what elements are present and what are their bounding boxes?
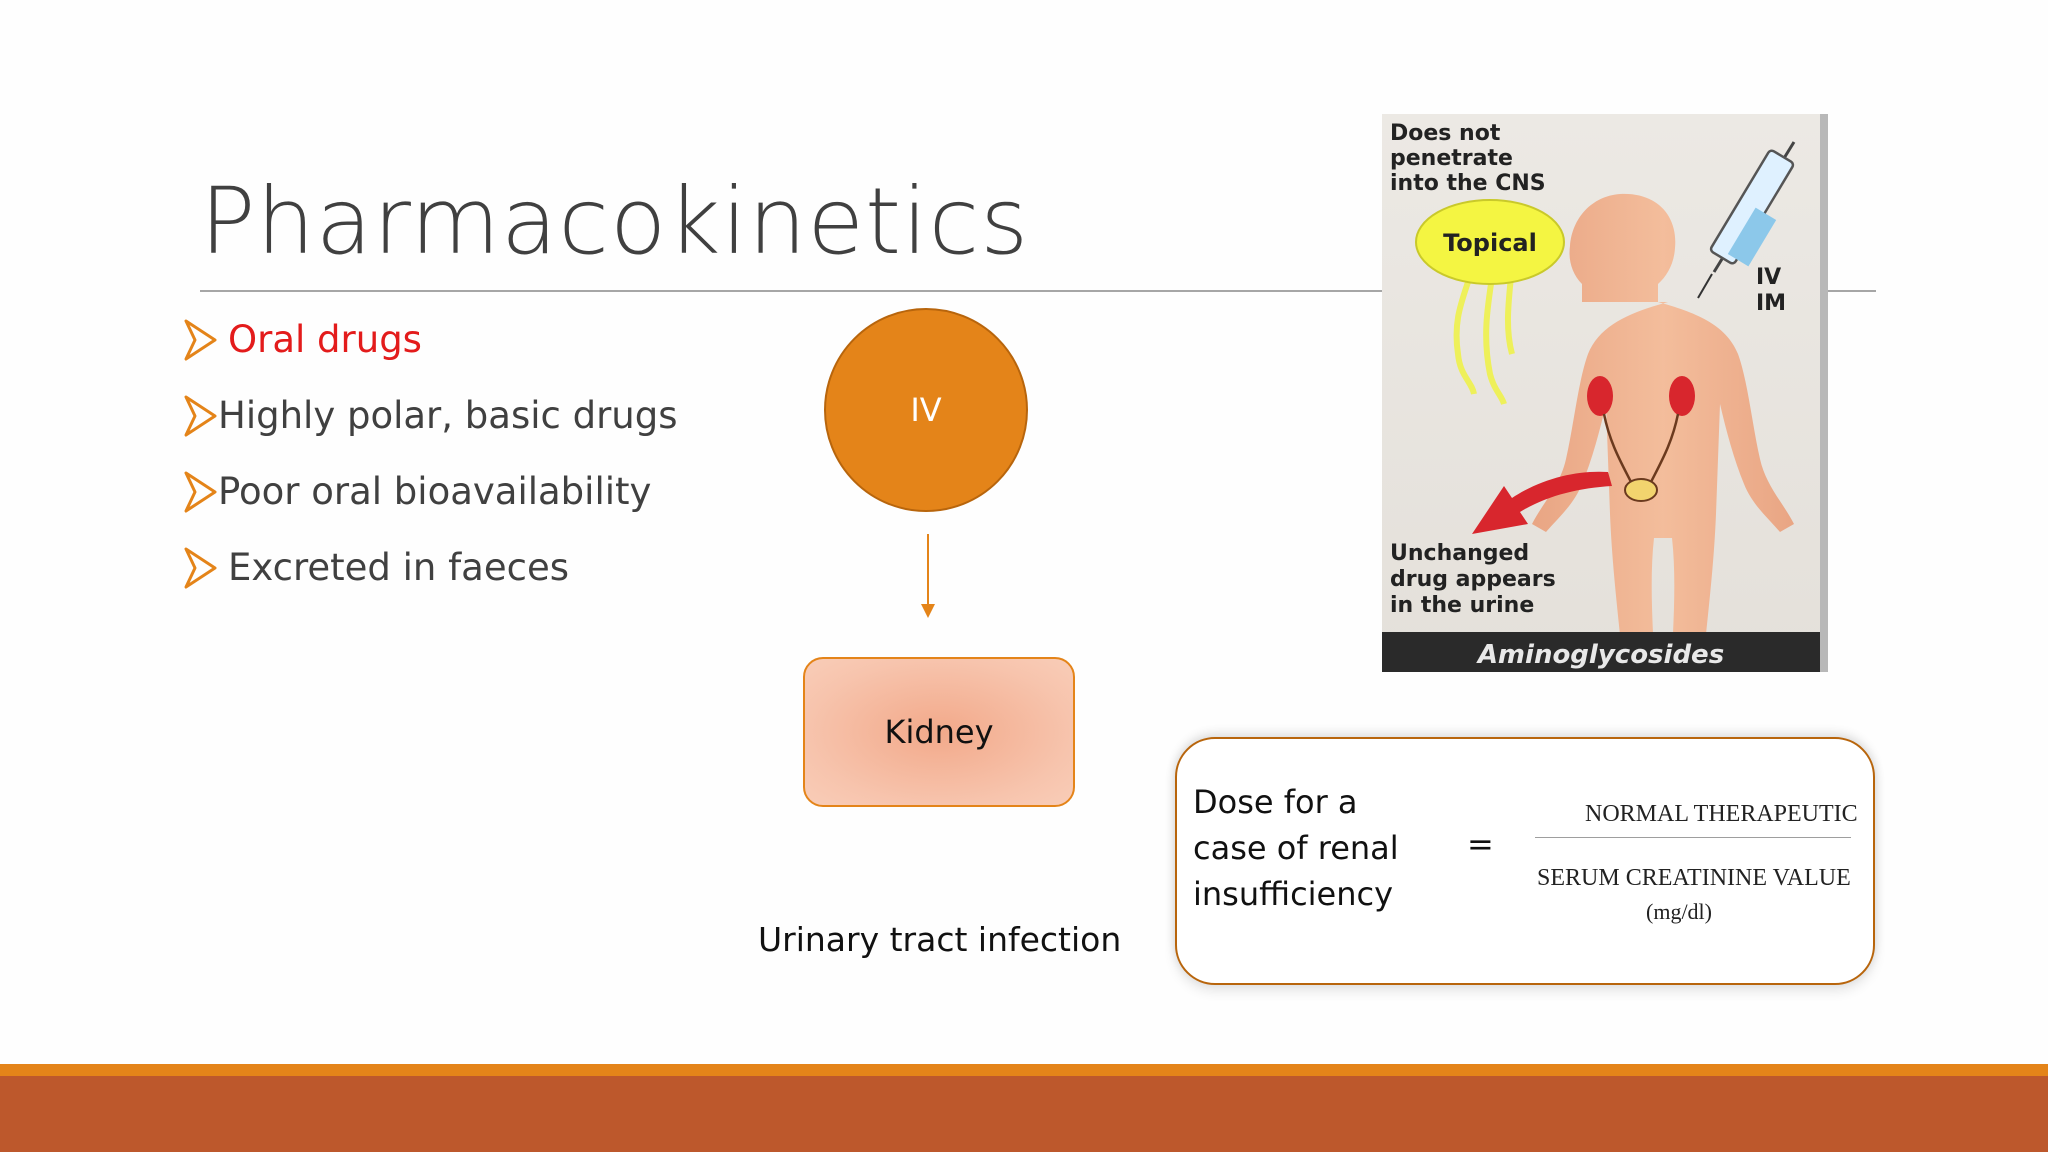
syringe-icon xyxy=(1697,141,1796,299)
cns-note-line: into the CNS xyxy=(1390,171,1546,196)
fraction-unit: (mg/dl) xyxy=(1646,899,1712,924)
kidney-box-label: Kidney xyxy=(884,713,994,751)
aminoglycosides-illustration: Topical Does not penetrate into the CNS … xyxy=(1382,114,1828,672)
arrow-bullet-icon xyxy=(184,319,217,361)
human-figure xyxy=(1532,193,1794,654)
topical-label: Topical xyxy=(1443,229,1537,257)
arrow-bullet-icon xyxy=(184,547,217,589)
topical-bubble: Topical xyxy=(1415,199,1565,405)
renal-dose-formula: Dose for a case of renal insufficiency =… xyxy=(1175,737,1875,985)
title-divider xyxy=(200,290,1876,292)
arrow-bullet-icon xyxy=(184,471,217,513)
bullet-text: Poor oral bioavailability xyxy=(218,470,652,513)
dose-line: insufficiency xyxy=(1193,875,1394,913)
bullet-text: Excreted in faeces xyxy=(228,546,569,589)
fraction-numerator: NORMAL THERAPEUTIC xyxy=(1585,801,1858,827)
urine-note-line: drug appears xyxy=(1390,567,1556,592)
bullet-text: Oral drugs xyxy=(228,318,422,361)
dose-line: case of renal xyxy=(1193,829,1399,867)
arrow-bullet-icon xyxy=(184,395,217,437)
kidney-icon xyxy=(1587,376,1613,416)
kidney-box: Kidney xyxy=(803,657,1075,807)
footer-band xyxy=(0,1076,2048,1152)
route-label-im: IM xyxy=(1756,291,1786,316)
fraction-bar xyxy=(1535,837,1851,838)
urine-note-line: in the urine xyxy=(1390,593,1534,618)
cns-note-line: penetrate xyxy=(1390,146,1513,171)
dose-line: Dose for a xyxy=(1193,783,1358,821)
iv-circle-label: IV xyxy=(910,391,942,429)
bullet-text: Highly polar, basic drugs xyxy=(218,394,678,437)
down-arrow-icon xyxy=(921,534,935,618)
iv-circle: IV xyxy=(824,308,1028,512)
cns-note-line: Does not xyxy=(1390,121,1501,146)
route-label-iv: IV xyxy=(1756,265,1781,290)
dose-description: Dose for a case of renal insufficiency xyxy=(1193,779,1433,917)
urine-note-line: Unchanged xyxy=(1390,541,1529,566)
illustration-banner: Aminoglycosides xyxy=(1476,640,1724,670)
footer-accent-stripe xyxy=(0,1064,2048,1076)
equals-sign: = xyxy=(1467,825,1494,863)
slide-title: Pharmacokinetics xyxy=(200,168,1030,275)
fraction-denominator: SERUM CREATININE VALUE xyxy=(1537,865,1851,891)
excretion-arrow-icon xyxy=(1472,471,1612,534)
bladder-icon xyxy=(1624,478,1658,502)
kidney-icon xyxy=(1669,376,1695,416)
uti-caption: Urinary tract infection xyxy=(758,920,1122,959)
